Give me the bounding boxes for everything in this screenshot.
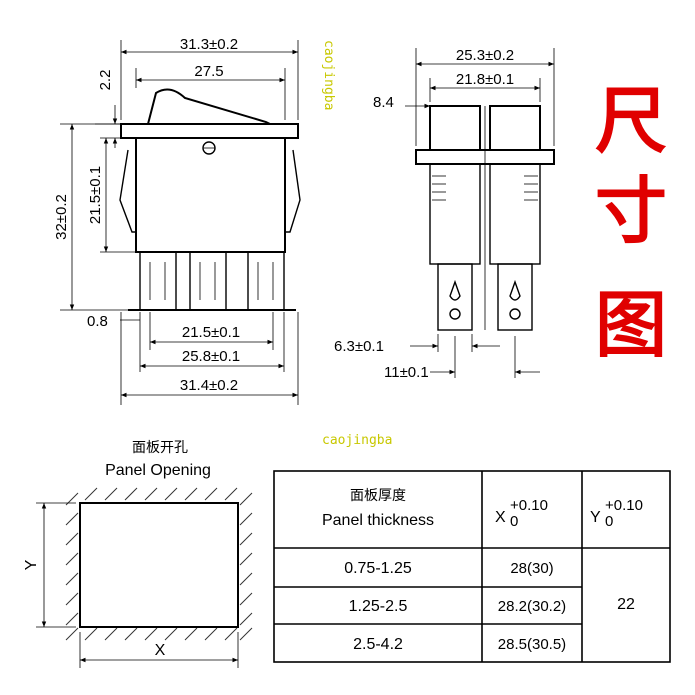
terminal-left (139, 251, 177, 311)
panel-opening-title-cn: 面板开孔 (132, 440, 188, 456)
side-view: 25.3±0.2 21.8±0.1 8.4 6.3±0.1 11±0.1 (334, 47, 555, 381)
dim-top-width: 31.3±0.2 (180, 36, 238, 53)
table-row-1-thickness: 0.75-1.25 (344, 560, 412, 577)
watermark-horizontal: caojingba (322, 433, 392, 448)
side-body-left (429, 163, 481, 265)
table-row-2-thickness: 1.25-2.5 (349, 598, 408, 615)
table-header-y-sub: 0 (605, 513, 613, 530)
dim-height: 32±0.2 (53, 194, 70, 240)
table-row-1-x: 28(30) (510, 560, 553, 577)
title-char-3: 图 (595, 282, 667, 367)
table-row-3-x: 28.5(30.5) (498, 636, 566, 653)
dim-side-outer: 25.3±0.2 (456, 47, 514, 64)
side-cap-left (429, 105, 481, 151)
dim-inner-width: 27.5 (194, 63, 223, 80)
dim-side-inner: 21.8±0.1 (456, 71, 514, 88)
dim-body-height: 21.5±0.1 (87, 166, 104, 224)
watermark-vertical: caojingba (321, 40, 336, 110)
left-clip (119, 149, 136, 233)
top-flange (120, 123, 299, 139)
dim-terminal-span-2: 25.8±0.1 (182, 348, 240, 365)
side-terminal-right (497, 263, 533, 331)
title-char-2: 寸 (595, 168, 667, 253)
dim-terminal-span-1: 21.5±0.1 (182, 324, 240, 341)
panel-opening: 面板开孔 Panel Opening X Y (23, 440, 253, 668)
dim-terminal-pitch: 11±0.1 (384, 364, 429, 381)
terminal-right (247, 251, 285, 311)
table-row-3-thickness: 2.5-4.2 (353, 636, 403, 653)
table-header-y: Y (590, 509, 601, 526)
table-y-value: 22 (617, 596, 635, 613)
side-body-right (489, 163, 541, 265)
panel-hatch (65, 487, 253, 641)
table-header-thickness-cn: 面板厚度 (350, 488, 406, 504)
panel-x-label: X (155, 642, 166, 659)
table-header-y-sup: +0.10 (605, 497, 643, 514)
dim-terminal-width: 6.3±0.1 (334, 338, 384, 355)
rocker-shape (147, 88, 271, 125)
terminal-mid (189, 251, 227, 311)
table-header-x-sup: +0.10 (510, 497, 548, 514)
dim-bottom-width: 31.4±0.2 (180, 377, 238, 394)
panel-hole (79, 502, 239, 628)
side-cap-right (489, 105, 541, 151)
panel-y-label: Y (23, 559, 40, 570)
title-char-1: 尺 (595, 78, 667, 163)
dim-side-depth: 8.4 (373, 94, 394, 111)
switch-body (135, 138, 286, 253)
table-header-thickness-en: Panel thickness (322, 512, 434, 529)
side-terminal-left (437, 263, 473, 331)
table-header-x-sub: 0 (510, 513, 518, 530)
panel-opening-title-en: Panel Opening (105, 462, 211, 479)
front-view: 31.3±0.2 27.5 2.2 32±0.2 21.5±0.1 0.8 21… (53, 36, 301, 405)
dim-base: 0.8 (87, 313, 108, 330)
table-row-2-x: 28.2(30.2) (498, 598, 566, 615)
table-frame (273, 470, 671, 663)
dim-flange: 2.2 (97, 70, 114, 91)
right-clip (285, 149, 301, 233)
table-header-x: X (495, 509, 506, 526)
thickness-table: 面板厚度 Panel thickness X +0.10 0 Y +0.10 0… (273, 470, 671, 663)
